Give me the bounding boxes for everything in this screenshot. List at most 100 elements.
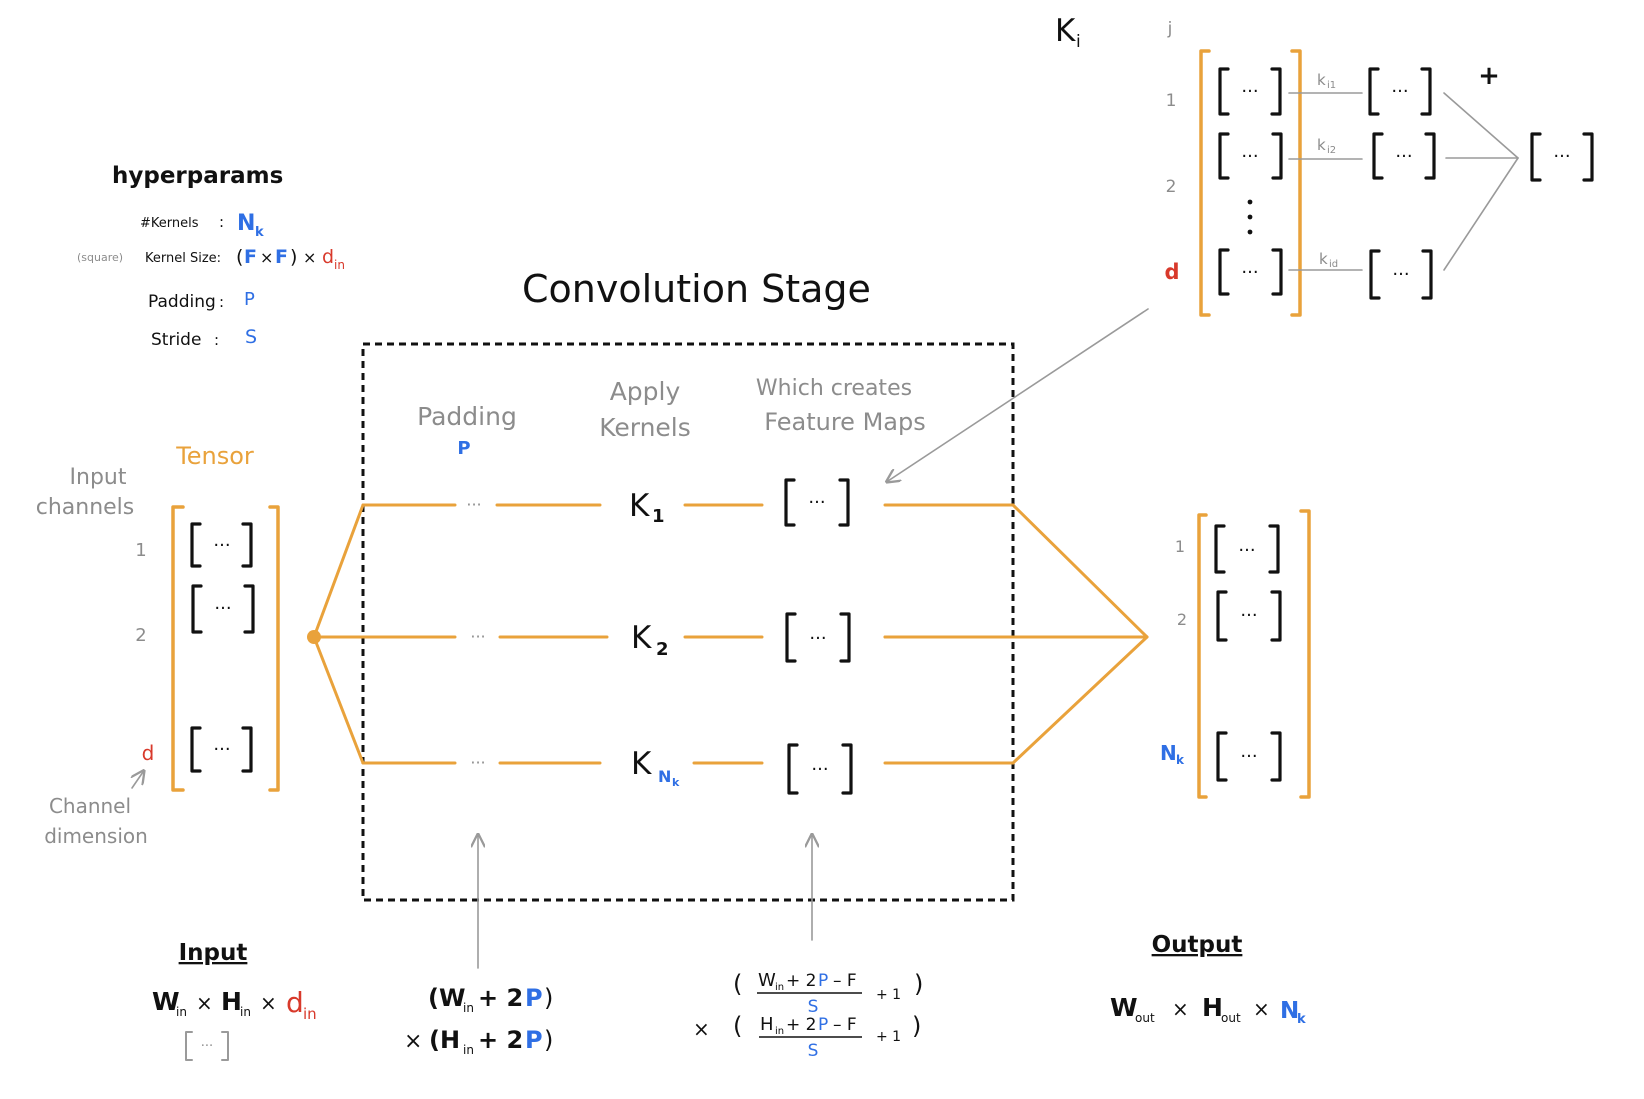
kernel-detail: K i j 1 2 d ··· ··· ··· k i1 k i2 [888,13,1594,481]
padded-height-close: ) [544,1026,553,1054]
output-row-index-last: N [1160,741,1177,765]
fm-times: × [693,1017,710,1041]
column-header-padding-p: P [457,438,470,459]
kernel-size-depth: d [322,246,334,268]
hyperparams-title: hyperparams [112,163,283,189]
fm-paren-open: ( [733,970,742,998]
kernel-label-sub2: k [672,776,680,789]
feature-map-matrix: ··· [787,743,853,795]
kernel-label: K [629,488,650,524]
padding-param-colon: : [219,293,224,311]
output-title: Output [1152,932,1243,958]
svg-text:···: ··· [1241,146,1258,167]
kernel-detail-title: K [1055,13,1076,49]
fm-w-num-tail: – F [833,971,857,991]
padded-width-open: (W [428,984,465,1012]
padding-param-value: P [244,289,255,310]
column-header-apply-1: Apply [610,377,681,406]
output-height: H [1202,993,1223,1022]
kernels-count-value-sub: k [255,225,264,240]
output-width-sub: out [1135,1011,1155,1025]
input-matrix-placeholder: ··· [185,1031,229,1061]
kernel-label-sub: N [658,767,671,786]
fm-paren-close: ) [914,970,923,998]
padding-param-label: Padding [148,292,216,312]
kernel-size-depth-sub: in [334,258,345,272]
input-tensor-right-bracket [268,505,280,792]
kernel-detail-row-d: d [1164,260,1179,284]
output-formula: Output W out × H out × N k [1110,932,1306,1027]
column-header-feature-2: Feature Maps [764,408,925,436]
sum-plus-sign: + [1478,61,1500,91]
input-fanout [307,503,365,765]
kernel-size-label: Kernel Size: [145,251,221,266]
summed-feature-matrix: ··· [1530,132,1594,182]
fm-paren-open: ( [733,1012,742,1040]
kernel-size-times2: × [303,248,316,267]
svg-text:···: ··· [213,739,230,760]
fm-h-num-sub: in [775,1026,784,1037]
fm-w-num-plus: + 2 [786,971,816,991]
kernel-detail-right-bracket [1290,49,1302,317]
channel-dimension-label-2: dimension [44,824,148,848]
padded-times: × [404,1029,422,1054]
weighted-slice-matrix: ··· [1372,132,1436,180]
padded-height-sub: in [463,1043,474,1057]
channel-dimension-label-1: Channel [49,794,131,818]
kernel-size-times: × [260,248,273,267]
convolution-stage-title: Convolution Stage [522,267,871,311]
feature-map-matrix: ··· [785,612,851,663]
weighted-slice-matrix: ··· [1368,67,1432,116]
svg-text:···: ··· [1392,264,1409,285]
output-tensor-right-bracket [1299,509,1311,799]
padded-height-open: (H [429,1026,460,1054]
input-height-sub: in [240,1005,251,1019]
padded-width-plus: + 2 [478,984,523,1012]
kernel-detail-index-header: j [1167,19,1173,39]
square-note: (square) [77,251,123,264]
output-channels: N [1280,998,1299,1024]
padded-height-plus: + 2 [478,1026,523,1054]
output-channel-matrix: ··· [1216,590,1282,642]
svg-text:···: ··· [808,492,825,513]
fm-h-den: S [808,1041,819,1061]
kernel-slice-matrix: ··· [1218,132,1283,180]
kernel-weight-label-sub: i1 [1327,80,1336,91]
kernels-count-colon: : [219,213,224,231]
fm-w-plus1: + 1 [876,987,901,1003]
kernel-label-sub: 2 [656,639,669,660]
fm-w-den: S [808,997,819,1017]
input-channel-matrix: ··· [190,522,253,568]
output-row-index-last-sub: k [1176,753,1185,767]
kernel-weight-label-sub: id [1329,259,1338,270]
kernel-size-f2: F [275,246,288,268]
kernel-weight-label: k [1317,71,1326,89]
output-channel-matrix: ··· [1216,731,1282,782]
fm-h-plus1: + 1 [876,1029,901,1045]
fm-h-num-plus: + 2 [786,1015,816,1035]
input-title: Input [179,940,248,966]
column-header-feature-1: Which creates [756,376,912,401]
stride-param-value: S [245,326,257,348]
fm-paren-close: ) [912,1012,921,1040]
input-times-2: × [260,991,277,1015]
fm-h-num: H [760,1014,774,1035]
kernel-detail-row-2: 2 [1166,177,1177,197]
output-row-index-2: 2 [1177,610,1187,629]
kernel-slice-matrix: ··· [1218,67,1282,116]
svg-text:···: ··· [809,628,826,649]
kernel-row: ··· K N k ··· [361,743,1015,795]
svg-text:···: ··· [1241,262,1258,283]
fm-h-num-tail: – F [833,1015,857,1035]
stride-param-colon: : [214,331,219,349]
fm-h-num-p: P [818,1015,828,1035]
input-row-index-1: 1 [135,540,146,561]
padded-size-formula: (W in + 2 P ) × (H in + 2 P ) [404,984,553,1057]
input-channels-label-2: channels [36,495,135,520]
kernel-weight-label-sub: i2 [1327,145,1336,156]
output-height-sub: out [1221,1011,1241,1025]
input-formula: Input W in × H in × d in ··· [152,940,317,1061]
input-times-1: × [196,991,213,1015]
output-tensor-left-bracket [1197,513,1208,799]
